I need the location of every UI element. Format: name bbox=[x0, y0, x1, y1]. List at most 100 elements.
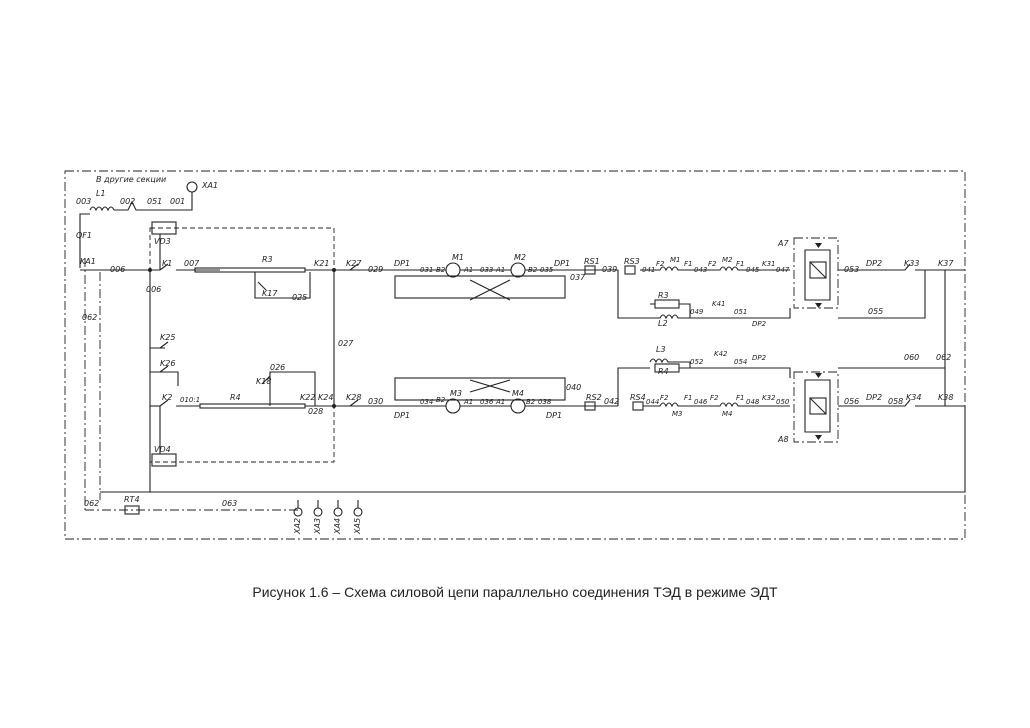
label-K38: K38 bbox=[938, 393, 953, 402]
label-055: 055 bbox=[868, 307, 883, 316]
label-R4: R4 bbox=[230, 393, 241, 402]
label-062-bottom: 062 bbox=[84, 499, 99, 508]
label-037: 037 bbox=[570, 273, 586, 282]
label-KA1: KA1 bbox=[80, 257, 96, 266]
a8-box bbox=[793, 371, 839, 443]
label-XA1: XA1 bbox=[201, 181, 218, 190]
label-B2-t1: B2 bbox=[436, 266, 446, 274]
label-051: 051 bbox=[734, 308, 747, 316]
a7-box bbox=[793, 237, 839, 309]
label-034: 034 bbox=[420, 398, 433, 406]
label-DP2-bottom: DP2 bbox=[866, 393, 882, 402]
dp1-top-box bbox=[394, 275, 566, 299]
label-F2-b2: F2 bbox=[710, 394, 719, 402]
dp1-bottom-box bbox=[394, 377, 566, 401]
label-DP1-bottom: DP1 bbox=[394, 411, 410, 420]
label-A1-t2: A1 bbox=[495, 266, 505, 274]
label-K42: K42 bbox=[714, 350, 728, 358]
label-A7: A7 bbox=[777, 239, 789, 248]
label-058: 058 bbox=[888, 397, 903, 406]
label-056: 056 bbox=[844, 397, 859, 406]
motor-m1-icon bbox=[445, 262, 461, 278]
label-049: 049 bbox=[690, 308, 704, 316]
label-K21: K21 bbox=[314, 259, 329, 268]
label-029: 029 bbox=[368, 265, 383, 274]
label-DP2-bottom2: DP2 bbox=[752, 354, 767, 362]
label-K24: K24 bbox=[318, 393, 333, 402]
label-053: 053 bbox=[844, 265, 859, 274]
label-F1-b2: F1 bbox=[736, 394, 744, 402]
label-L3: L3 bbox=[656, 345, 666, 354]
label-R3-s: R3 bbox=[658, 291, 669, 300]
label-M1: M1 bbox=[452, 253, 464, 262]
label-047: 047 bbox=[776, 266, 790, 274]
label-A1-b1: A1 bbox=[463, 398, 473, 406]
label-051-top: 051 bbox=[147, 197, 162, 206]
label-033: 033 bbox=[480, 266, 493, 274]
label-K17: K17 bbox=[262, 289, 278, 298]
label-M4: M4 bbox=[512, 389, 524, 398]
label-050: 050 bbox=[776, 398, 790, 406]
label-003: 003 bbox=[76, 197, 91, 206]
label-K31: K31 bbox=[762, 260, 776, 268]
label-039: 039 bbox=[602, 265, 617, 274]
label-M1s: M1 bbox=[670, 256, 681, 264]
label-M3: M3 bbox=[450, 389, 462, 398]
label-XA2: XA2 bbox=[293, 518, 302, 535]
label-063: 063 bbox=[222, 499, 237, 508]
label-K26: K26 bbox=[160, 359, 175, 368]
inner-dashed-box bbox=[149, 227, 335, 463]
motor-m4-icon bbox=[510, 398, 526, 414]
label-K32: K32 bbox=[762, 394, 776, 402]
label-K18: K18 bbox=[256, 377, 271, 386]
label-K28: K28 bbox=[346, 393, 361, 402]
label-035: 035 bbox=[540, 266, 554, 274]
label-F2-t2: F2 bbox=[708, 260, 717, 268]
label-RT4: RT4 bbox=[124, 495, 140, 504]
label-A8: A8 bbox=[777, 435, 789, 444]
label-040: 040 bbox=[566, 383, 581, 392]
label-038: 038 bbox=[538, 398, 552, 406]
label-062-left: 062 bbox=[82, 313, 97, 322]
label-F1-t2: F1 bbox=[736, 260, 744, 268]
label-K41: K41 bbox=[712, 300, 726, 308]
label-M3s: M3 bbox=[672, 410, 683, 418]
label-DP2-mid: DP2 bbox=[752, 320, 767, 328]
label-028: 028 bbox=[308, 407, 323, 416]
label-044: 044 bbox=[646, 398, 659, 406]
outer-frame bbox=[64, 170, 966, 540]
label-DP1-bottom2: DP1 bbox=[546, 411, 562, 420]
motor-m2-icon bbox=[510, 262, 526, 278]
label-RS3: RS3 bbox=[624, 257, 640, 266]
label-K25: K25 bbox=[160, 333, 175, 342]
label-025: 025 bbox=[292, 293, 307, 302]
label-010: 010:1 bbox=[180, 396, 200, 404]
figure-caption: Рисунок 1.6 – Схема силовой цепи паралле… bbox=[252, 584, 778, 600]
label-K1: K1 bbox=[162, 259, 172, 268]
label-027: 027 bbox=[338, 339, 354, 348]
label-052: 052 bbox=[690, 358, 704, 366]
motor-m3-icon bbox=[445, 398, 461, 414]
label-B2-b1: B2 bbox=[436, 396, 446, 404]
label-006b: 006 bbox=[146, 285, 161, 294]
label-045: 045 bbox=[746, 266, 760, 274]
label-VD4: VD4 bbox=[154, 445, 171, 454]
label-K2: K2 bbox=[162, 393, 172, 402]
label-043: 043 bbox=[694, 266, 707, 274]
label-F2-b: F2 bbox=[660, 394, 669, 402]
label-007: 007 bbox=[184, 259, 200, 268]
label-F1-t: F1 bbox=[684, 260, 692, 268]
label-VD3: VD3 bbox=[154, 237, 171, 246]
label-002: 002 bbox=[120, 197, 135, 206]
label-M2s: M2 bbox=[722, 256, 733, 264]
label-QF1: QF1 bbox=[76, 231, 92, 240]
label-M2: M2 bbox=[514, 253, 526, 262]
label-048: 048 bbox=[746, 398, 760, 406]
label-036: 036 bbox=[480, 398, 494, 406]
label-XA5: XA5 bbox=[353, 518, 362, 535]
label-031: 031 bbox=[420, 266, 433, 274]
label-062-right: 062 bbox=[936, 353, 951, 362]
label-K34: K34 bbox=[906, 393, 921, 402]
label-A1-b2: A1 bbox=[495, 398, 505, 406]
